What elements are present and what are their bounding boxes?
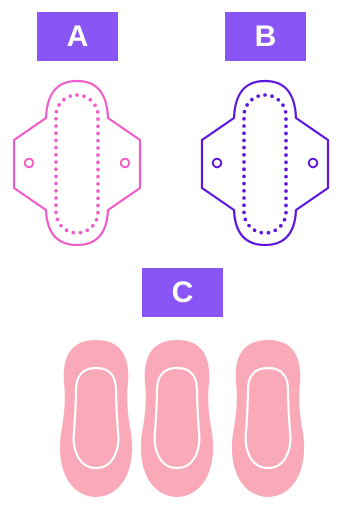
liner-1-body — [59, 340, 133, 497]
liner-2-inner-line — [153, 366, 201, 470]
label-c-badge: C — [142, 268, 223, 317]
disposable-liner-group — [59, 340, 305, 497]
label-b-badge: B — [225, 12, 306, 61]
pad-a-stitching — [54, 93, 100, 235]
pad-b-left-snap — [211, 157, 223, 169]
pad-b-outline — [200, 79, 330, 247]
pad-a-right-snap — [119, 157, 131, 169]
liner-3-body — [231, 340, 305, 497]
disposable-liner-icon-2 — [140, 340, 214, 497]
pad-b-right-snap — [307, 157, 319, 169]
pad-a-outline — [12, 79, 142, 247]
label-c-text: C — [171, 275, 194, 309]
label-a-text: A — [66, 19, 89, 53]
pad-a-left-snap — [23, 157, 35, 169]
liner-3-inner-line — [244, 366, 292, 470]
label-b-text: B — [254, 19, 277, 53]
label-a-badge: A — [37, 12, 118, 61]
liner-1-inner-line — [72, 366, 120, 470]
pad-b-stitching — [242, 93, 288, 235]
liner-2-body — [140, 340, 214, 497]
disposable-liner-icon-3 — [231, 340, 305, 497]
reusable-cloth-pad-icon-b — [200, 79, 330, 247]
reusable-cloth-pad-icon-a — [12, 79, 142, 247]
disposable-liner-icon-1 — [59, 340, 133, 497]
